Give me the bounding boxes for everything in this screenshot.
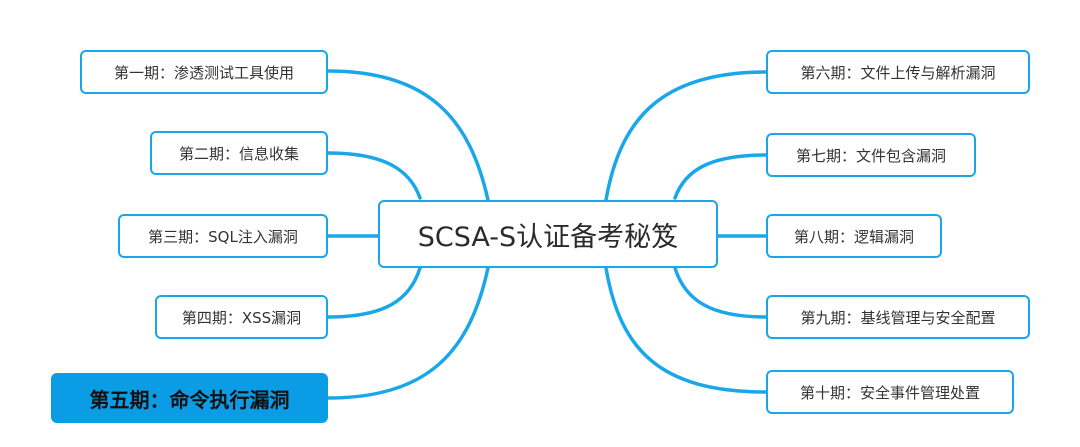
- branch-episode-9[interactable]: 第九期：基线管理与安全配置: [766, 295, 1030, 339]
- branch-label: 第一期：渗透测试工具使用: [113, 63, 294, 82]
- branch-episode-5[interactable]: 第五期：命令执行漏洞: [51, 373, 328, 423]
- central-topic-label: SCSA-S认证备考秘笈: [417, 221, 679, 253]
- branch-episode-1[interactable]: 第一期：渗透测试工具使用: [80, 50, 328, 94]
- connector-ep9: [673, 266, 768, 319]
- branch-label: 第二期：信息收集: [178, 144, 299, 163]
- connector-ep4: [326, 266, 422, 319]
- central-topic[interactable]: SCSA-S认证备考秘笈: [378, 200, 718, 268]
- branch-label: 第十期：安全事件管理处置: [799, 383, 980, 402]
- connector-ep7: [673, 153, 768, 200]
- branch-episode-4[interactable]: 第四期：XSS漏洞: [155, 295, 328, 339]
- connector-ep5: [326, 266, 490, 400]
- branch-label: 第六期：文件上传与解析漏洞: [800, 63, 996, 82]
- branch-label: 第四期：XSS漏洞: [181, 308, 302, 327]
- branch-label: 第三期：SQL注入漏洞: [148, 227, 298, 246]
- connector-ep6: [604, 70, 768, 202]
- branch-episode-6[interactable]: 第六期：文件上传与解析漏洞: [766, 50, 1030, 94]
- branch-label: 第九期：基线管理与安全配置: [800, 308, 996, 327]
- branch-episode-10[interactable]: 第十期：安全事件管理处置: [766, 370, 1014, 414]
- connector-ep1: [326, 69, 490, 202]
- branch-label: 第五期：命令执行漏洞: [89, 387, 290, 412]
- branch-label: 第七期：文件包含漏洞: [795, 146, 946, 165]
- connector-ep2: [326, 151, 422, 200]
- branch-episode-2[interactable]: 第二期：信息收集: [150, 131, 328, 175]
- branch-episode-8[interactable]: 第八期：逻辑漏洞: [766, 214, 942, 258]
- connector-ep10: [604, 266, 768, 394]
- branch-episode-7[interactable]: 第七期：文件包含漏洞: [766, 133, 976, 177]
- branch-label: 第八期：逻辑漏洞: [793, 227, 914, 246]
- branch-episode-3[interactable]: 第三期：SQL注入漏洞: [118, 214, 328, 258]
